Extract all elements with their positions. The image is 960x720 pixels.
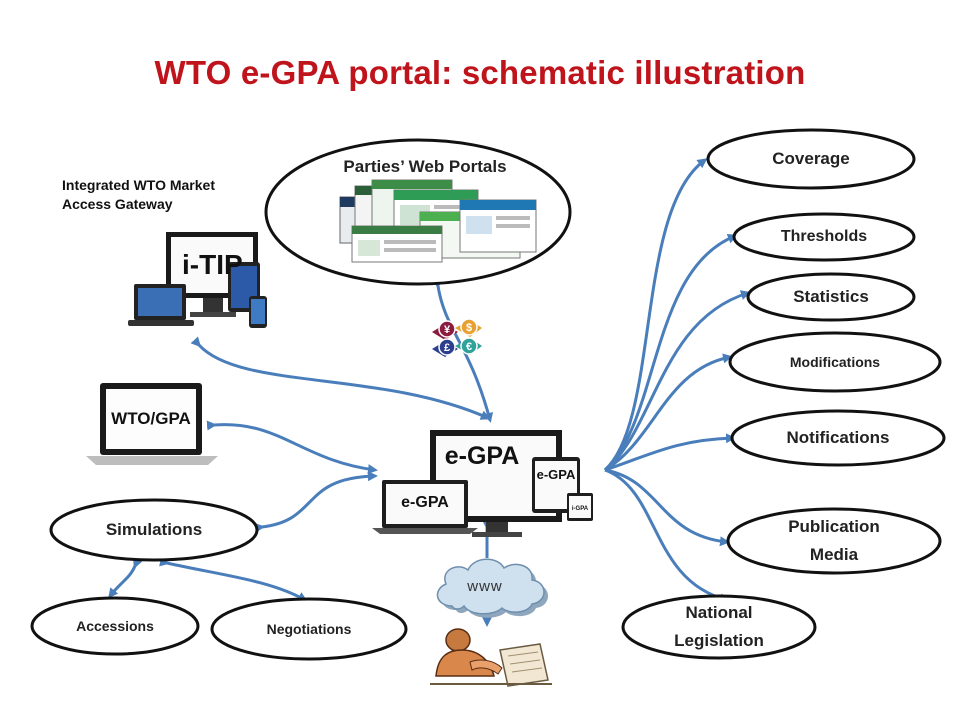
arrow-simulations-accessions <box>108 557 143 599</box>
page-title: WTO e-GPA portal: schematic illustration <box>154 54 806 91</box>
egpa-main-label: e-GPA <box>445 442 520 470</box>
simulations-ellipse <box>49 498 259 562</box>
svg-text:£: £ <box>444 342 450 354</box>
svg-text:$: $ <box>466 322 472 334</box>
statistics-ellipse <box>746 272 916 322</box>
thresholds-label[interactable]: Thresholds <box>780 228 868 245</box>
statistics-label[interactable]: Statistics <box>793 287 869 306</box>
egpa-devices-icon: e-GPA e-GPA e-GPA i-GPA <box>372 430 593 537</box>
arrow-wtogpa-egpa <box>206 420 378 475</box>
notifications-ellipse <box>730 409 946 467</box>
publication-media-label[interactable]: Publication Media <box>788 517 880 564</box>
national-legislation-ellipse <box>621 594 817 660</box>
currency-icons: ¥ $ £ € <box>432 318 482 357</box>
yen-icon: ¥ <box>432 320 458 340</box>
itip-devices-icon: i-TIP <box>128 232 267 328</box>
arrow-simulations-negotiations <box>159 556 308 602</box>
publication-media-ellipse <box>726 507 942 575</box>
itip-label: i-TIP <box>182 249 243 280</box>
wto-gpa-laptop-icon: WTO/GPA <box>86 383 218 465</box>
www-cloud-icon: www <box>436 558 548 618</box>
arrow-to-publication-media <box>604 468 730 547</box>
www-label: www <box>466 578 503 595</box>
national-legislation-label[interactable]: National Legislation <box>674 603 764 650</box>
arrow-to-modifications <box>604 353 733 472</box>
egpa-tablet-label: e-GPA <box>537 467 576 482</box>
notifications-label[interactable]: Notifications <box>786 428 890 447</box>
coverage-ellipse <box>706 128 916 190</box>
arrow-to-notifications <box>604 433 736 472</box>
pound-icon: £ <box>432 338 458 357</box>
arrow-to-thresholds <box>603 233 738 472</box>
user-at-computer-icon <box>430 628 552 687</box>
itip-caption: Integrated WTO Market Access Gateway <box>62 176 215 214</box>
arrow-to-national-legislation <box>604 468 730 604</box>
dollar-icon: $ <box>455 318 482 337</box>
simulations-label[interactable]: Simulations <box>105 520 203 539</box>
arrow-portals-egpa <box>431 278 494 423</box>
accessions-ellipse <box>30 596 200 656</box>
thresholds-ellipse <box>732 212 916 262</box>
svg-text:¥: ¥ <box>444 324 451 336</box>
svg-text:€: € <box>466 341 472 353</box>
parties-portals-label: Parties’ Web Portals <box>343 157 507 176</box>
arrow-to-statistics <box>604 290 751 472</box>
modifications-label[interactable]: Modifications <box>789 354 881 370</box>
arrow-simulations-egpa <box>254 471 378 533</box>
connectors <box>108 158 751 627</box>
itip-caption-line2: Access Gateway <box>62 196 173 212</box>
arrow-to-coverage <box>603 158 708 472</box>
euro-icon: € <box>455 337 482 355</box>
negotiations-ellipse <box>210 597 408 661</box>
negotiations-label[interactable]: Negotiations <box>266 621 352 637</box>
itip-caption-line1: Integrated WTO Market <box>62 177 215 193</box>
wto-gpa-label: WTO/GPA <box>111 409 191 428</box>
egpa-phone-label: i-GPA <box>572 506 589 512</box>
modifications-ellipse <box>728 331 942 393</box>
web-portal-screens-icon <box>339 179 537 263</box>
coverage-label[interactable]: Coverage <box>772 149 850 168</box>
accessions-label[interactable]: Accessions <box>76 618 154 634</box>
egpa-laptop-label: e-GPA <box>401 494 449 511</box>
